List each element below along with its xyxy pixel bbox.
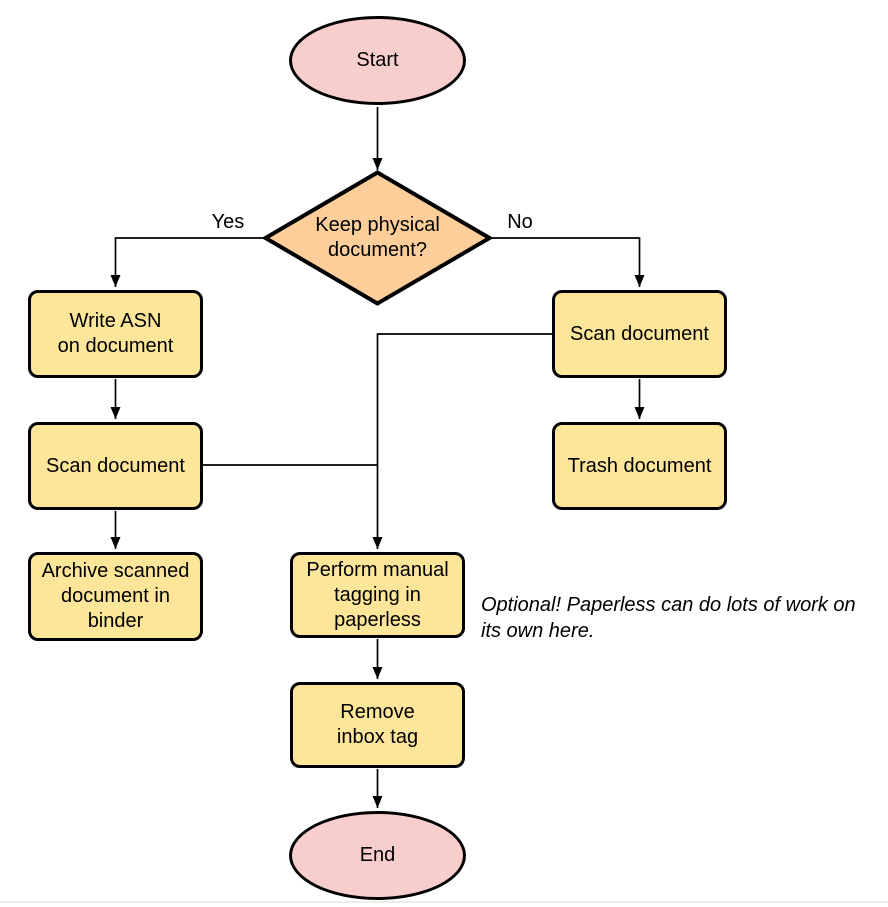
edge-label-no: No [498, 210, 542, 234]
decision-label: Keep physical document? [315, 214, 440, 261]
manual-tagging-node: Perform manual tagging in paperless [290, 552, 465, 638]
scan-document-left-node: Scan document [28, 422, 203, 510]
archive-document-node: Archive scanned document in binder [28, 552, 203, 641]
decision-diamond-shape [263, 170, 492, 306]
edge-scan-right-to-tagging [372, 333, 552, 549]
start-node: Start [289, 16, 466, 105]
edge-decision-yes-to-write-asn [110, 237, 265, 287]
end-node: End [289, 811, 466, 900]
write-asn-node: Write ASN on document [28, 290, 203, 378]
edge-decision-no-to-scan-right [490, 237, 645, 287]
edge-label-yes: Yes [206, 210, 250, 234]
optional-annotation: Optional! Paperless can do lots of work … [481, 594, 856, 642]
scan-document-right-node: Scan document [552, 290, 727, 378]
remove-inbox-tag-node: Remove inbox tag [290, 682, 465, 768]
decision-node: Keep physical document? [263, 170, 492, 306]
page-bottom-edge [0, 901, 888, 903]
decision-diamond-polygon [263, 170, 492, 306]
trash-document-node: Trash document [552, 422, 727, 510]
